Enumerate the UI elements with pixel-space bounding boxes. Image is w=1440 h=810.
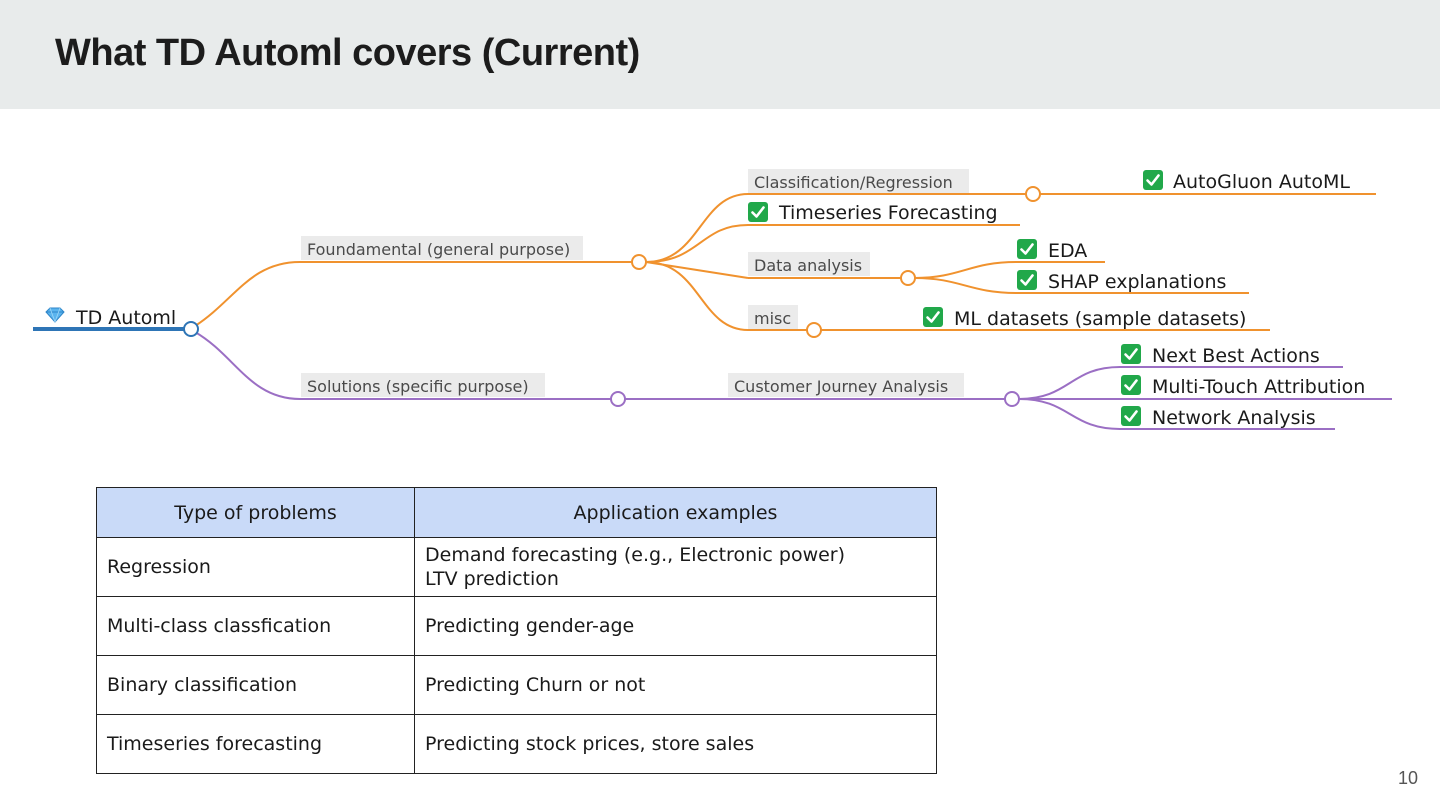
check-icon — [1119, 404, 1143, 428]
problems-table-container: Type of problems Application examples Re… — [96, 487, 937, 774]
node-label-customer-journey: Customer Journey Analysis — [734, 377, 948, 396]
column-header-type: Type of problems — [96, 487, 415, 538]
leaf-label: Next Best Actions — [1152, 345, 1320, 367]
page-number: 10 — [1397, 768, 1418, 788]
node-label-misc: misc — [754, 309, 791, 328]
fundamental-node-dot — [631, 254, 647, 270]
slide-header: What TD Automl covers (Current) — [0, 0, 1440, 109]
leaf-label: AutoGluon AutoML — [1173, 171, 1350, 193]
node-label-classification: Classification/Regression — [754, 173, 953, 192]
cell-examples: Demand forecasting (e.g., Electronic pow… — [414, 537, 937, 597]
root-label: TD Automl — [75, 307, 176, 329]
check-icon — [1015, 268, 1039, 292]
leaf-label: EDA — [1048, 240, 1087, 262]
node-customer-journey: Customer Journey Analysis — [728, 373, 964, 397]
cell-type: Binary classification — [96, 655, 415, 715]
node-label-data-analysis: Data analysis — [754, 256, 862, 275]
fundamental-connectors — [194, 193, 1376, 331]
root-node: TD Automl — [33, 307, 190, 331]
table-row: Multi-class classfication Predicting gen… — [96, 596, 937, 656]
leaf-multi-touch: Multi-Touch Attribution — [1119, 373, 1365, 398]
cell-type: Timeseries forecasting — [96, 714, 415, 774]
branch-solutions: Solutions (specific purpose) — [301, 373, 545, 397]
check-icon — [921, 305, 945, 329]
leaf-label: Network Analysis — [1152, 407, 1316, 429]
leaf-next-best-actions: Next Best Actions — [1119, 342, 1320, 367]
leaf-timeseries: Timeseries Forecasting — [746, 200, 998, 224]
example-line: Predicting Churn or not — [425, 674, 646, 696]
root-node-dot — [183, 321, 199, 337]
mindmap: TD Automl Foundament — [33, 168, 1392, 430]
branch-label-fundamental: Foundamental (general purpose) — [307, 240, 570, 259]
leaf-shap: SHAP explanations — [1015, 268, 1226, 293]
problems-table: Type of problems Application examples Re… — [96, 487, 937, 774]
misc-node-dot — [806, 322, 822, 338]
cell-type: Multi-class classfication — [96, 596, 415, 656]
table-row: Timeseries forecasting Predicting stock … — [96, 714, 937, 774]
leaf-ml-datasets: ML datasets (sample datasets) — [921, 305, 1246, 330]
example-line: Demand forecasting (e.g., Electronic pow… — [425, 544, 846, 566]
node-data-analysis: Data analysis — [748, 252, 870, 276]
gem-icon — [45, 307, 65, 323]
classification-node-dot — [1025, 186, 1041, 202]
cell-examples: Predicting stock prices, store sales — [414, 714, 937, 774]
solutions-connectors — [194, 331, 1392, 430]
cell-examples: Predicting gender-age — [414, 596, 937, 656]
leaf-label: Timeseries Forecasting — [778, 202, 998, 224]
table-row: Binary classification Predicting Churn o… — [96, 655, 937, 715]
example-line: Predicting gender-age — [425, 615, 635, 637]
example-line: LTV prediction — [425, 568, 559, 590]
check-icon — [1119, 373, 1143, 397]
check-icon — [1141, 168, 1165, 192]
check-icon — [1015, 237, 1039, 261]
table-header-row: Type of problems Application examples — [96, 487, 937, 538]
cell-type: Regression — [96, 537, 415, 597]
cell-examples: Predicting Churn or not — [414, 655, 937, 715]
check-icon — [746, 200, 770, 224]
leaf-network-analysis: Network Analysis — [1119, 404, 1316, 429]
column-header-examples: Application examples — [414, 487, 937, 538]
branch-fundamental: Foundamental (general purpose) — [301, 236, 583, 260]
customer-journey-node-dot — [1004, 391, 1020, 407]
solutions-node-dot — [610, 391, 626, 407]
leaf-label: SHAP explanations — [1048, 271, 1226, 293]
check-icon — [1119, 342, 1143, 366]
slide-title: What TD Automl covers (Current) — [55, 32, 640, 74]
leaf-autogluon: AutoGluon AutoML — [1141, 168, 1350, 193]
leaf-label: ML datasets (sample datasets) — [954, 308, 1246, 330]
branch-label-solutions: Solutions (specific purpose) — [307, 377, 529, 396]
node-classification-regression: Classification/Regression — [748, 169, 969, 193]
leaf-eda: EDA — [1015, 237, 1087, 262]
example-line: Predicting stock prices, store sales — [425, 733, 755, 755]
node-misc: misc — [748, 305, 798, 329]
data-analysis-node-dot — [900, 270, 916, 286]
leaf-label: Multi-Touch Attribution — [1152, 376, 1365, 398]
table-row: Regression Demand forecasting (e.g., Ele… — [96, 537, 937, 597]
